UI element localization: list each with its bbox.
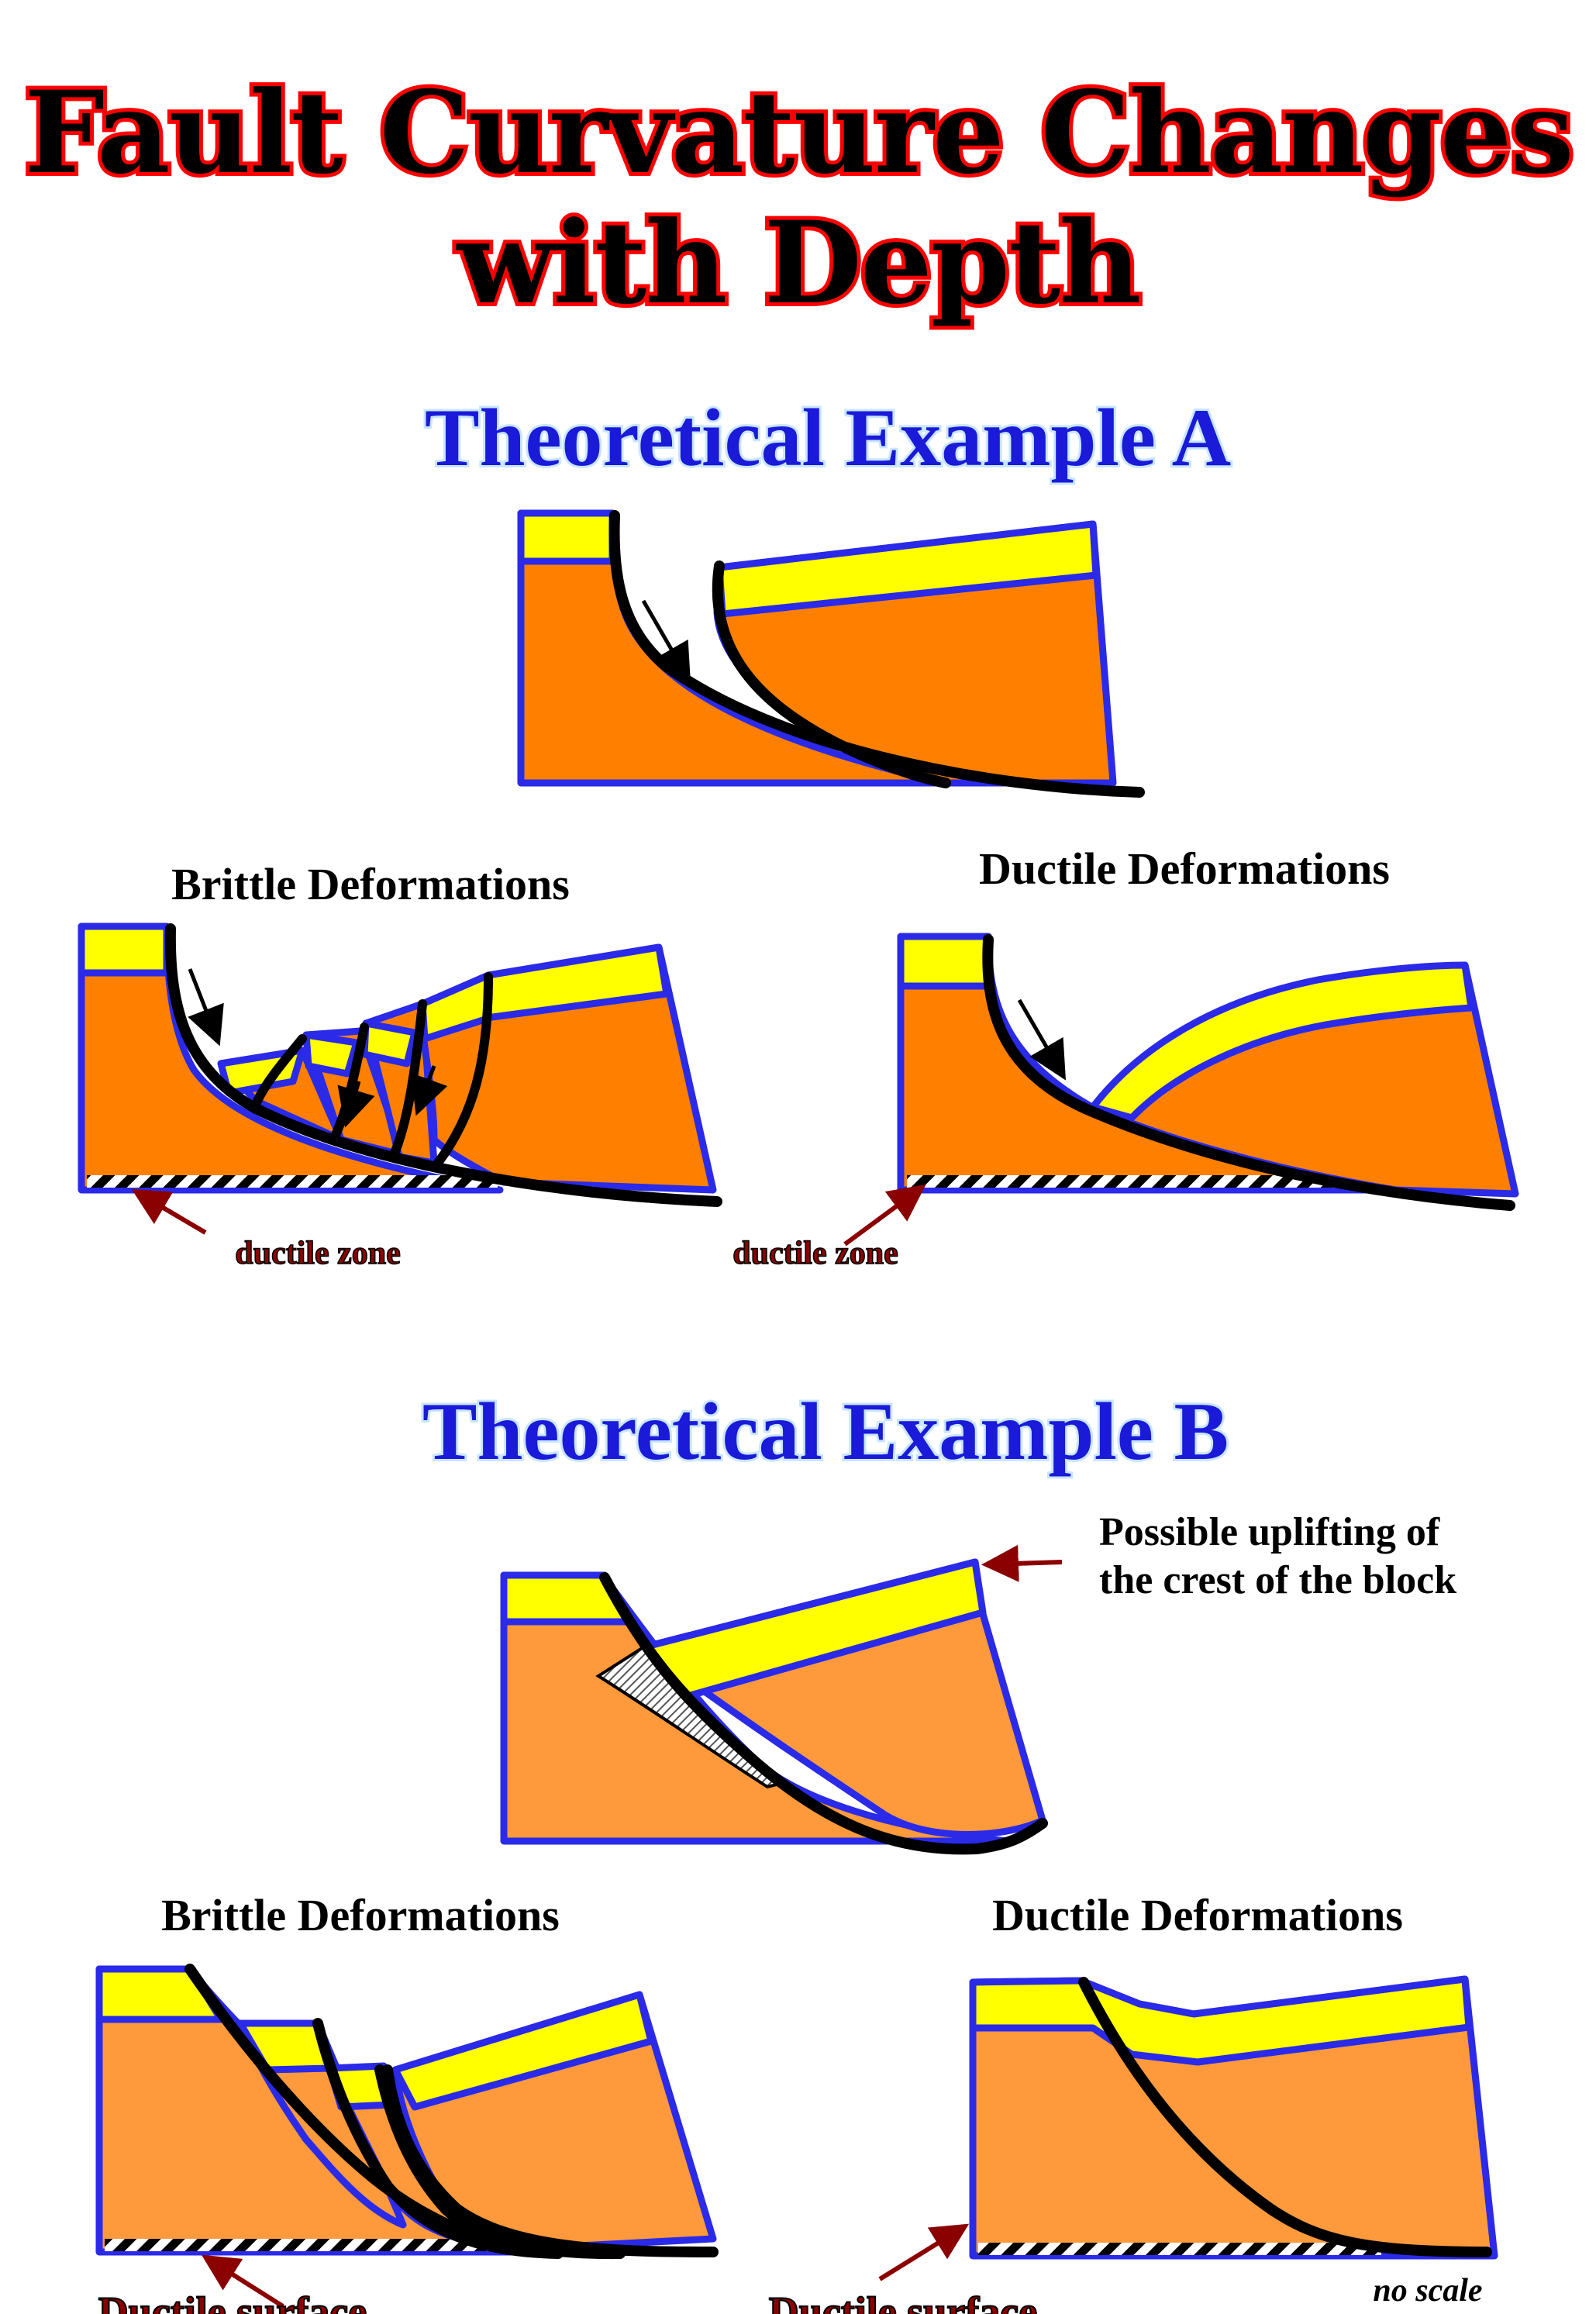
example-a-initial-diagram <box>517 509 1145 798</box>
main-title-line-1: Fault Curvature Changes <box>24 67 1572 199</box>
example-b-brittle-ductile-surface-hatch <box>105 2239 539 2251</box>
example-a-brittle-tilted-block-3-layer <box>360 1019 419 1067</box>
example-b-initial-diagram <box>500 1544 1063 1855</box>
example-b-ductile-label: Ductile Deformations <box>992 1890 1403 1940</box>
example-a-brittle-slip-arrow <box>188 968 224 1047</box>
example-a-brittle-zone-arrow <box>131 1188 207 1235</box>
example-a-brittle-synthetic-fault-1 <box>251 1034 307 1109</box>
example-a-brittle-zone-label: ductile zone <box>235 1236 400 1271</box>
example-a-ductile-label: Ductile Deformations <box>979 843 1390 894</box>
example-b-ductile-surface-label: Ductile surface <box>769 2288 1037 2314</box>
example-b-brittle-diagram <box>95 1964 719 2309</box>
main-title-line-2: with Depth <box>456 197 1140 329</box>
example-a-initial-footwall-top-layer <box>517 509 616 565</box>
example-b-heading: Theoretical Example B <box>422 1386 1229 1477</box>
example-a-ductile-zone-arrow <box>843 1184 926 1247</box>
example-a-brittle-label: Brittle Deformations <box>171 859 570 909</box>
example-a-brittle-slip-arrow-2 <box>337 1081 375 1128</box>
example-a-ductile-diagram <box>843 933 1519 1247</box>
example-b-brittle-fault-4 <box>382 2064 719 2257</box>
example-b-brittle-surface-label: Ductile surface <box>98 2288 367 2314</box>
example-b-brittle-surface-arrow <box>201 2254 284 2309</box>
example-a-brittle-diagram <box>78 922 722 1235</box>
example-a-ductile-footwall-top-layer <box>897 933 992 990</box>
example-a-initial-hangingwall-fault <box>712 560 951 788</box>
example-a-initial-slip-arrow <box>641 599 691 683</box>
example-a-brittle-ductile-zone-hatch <box>87 1175 498 1188</box>
example-a-brittle-master-fault <box>164 923 722 1207</box>
example-a-ductile-master-fault <box>982 934 1515 1211</box>
example-b-brittle-fault-2 <box>312 2018 564 2259</box>
example-b-ductile-diagram <box>878 1975 1498 2281</box>
example-a-ductile-zone-hatch <box>907 1175 1387 1188</box>
example-a-brittle-tilted-block-2-layer <box>302 1031 360 1078</box>
example-b-ductile-surface-arrow <box>878 2223 970 2281</box>
example-b-brittle-hangingwall-top-layer <box>391 1991 655 2111</box>
example-a-ductile-slip-arrow <box>1017 998 1067 1081</box>
example-a-initial-master-fault <box>608 510 1145 798</box>
example-b-uplift-arrow <box>981 1544 1063 1582</box>
example-b-initial-master-fault <box>599 1572 1048 1855</box>
example-a-brittle-synthetic-fault-4 <box>433 972 493 1167</box>
example-b-ductile-surface-hatch <box>978 2243 1381 2255</box>
example-a-ductile-zone-label: ductile zone <box>733 1236 898 1271</box>
example-a-brittle-synthetic-fault-3 <box>389 999 427 1160</box>
example-b-ductile-master-fault <box>1078 1977 1492 2257</box>
example-b-uplift-note-line-2: the crest of the block <box>1099 1558 1456 1602</box>
example-a-brittle-footwall-top-layer <box>78 922 171 977</box>
example-a-brittle-slip-arrow-3 <box>411 1065 448 1116</box>
example-b-uplift-note-line-1: Possible uplifting of <box>1099 1510 1440 1554</box>
example-a-heading: Theoretical Example A <box>425 392 1231 483</box>
example-b-brittle-label: Brittle Deformations <box>161 1890 560 1940</box>
example-a-ductile-hangingwall-top-layer <box>1089 961 1475 1122</box>
no-scale-note: no scale <box>1373 2273 1482 2309</box>
